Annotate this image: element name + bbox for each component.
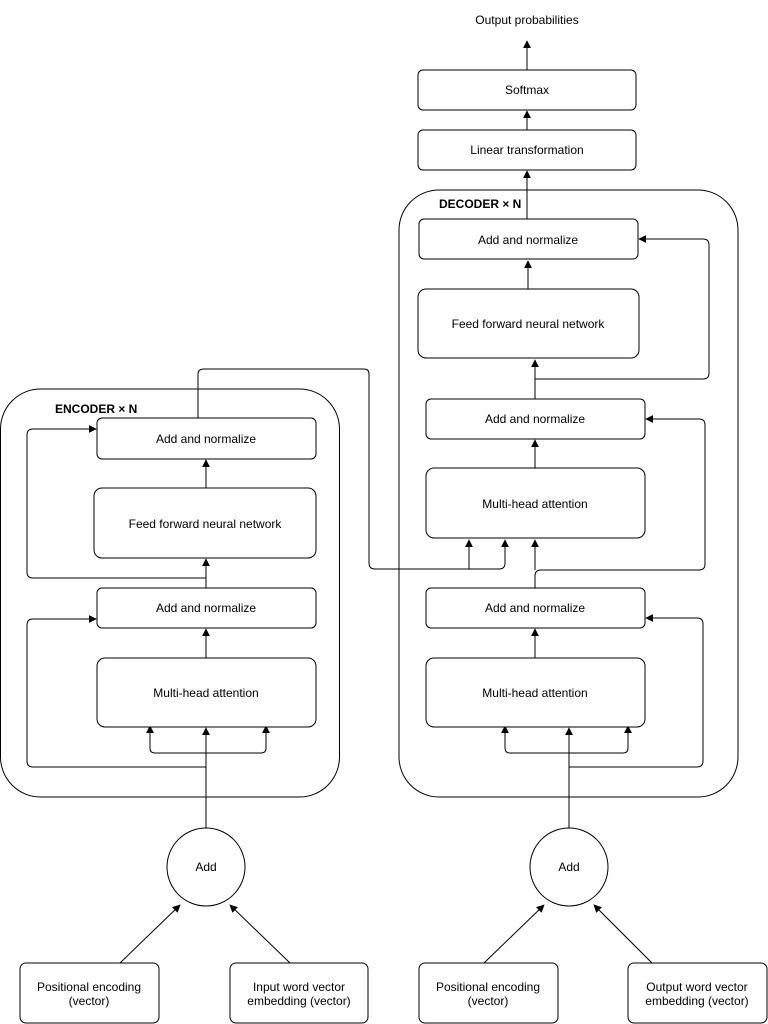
- encoder-attention-box: Multi-head attention: [96, 657, 317, 728]
- enc-attention-label: Multi-head attention: [153, 686, 258, 700]
- enc-pos-arrow: [119, 904, 181, 964]
- dec-embed-line2: embedding (vector): [645, 994, 748, 1008]
- decoder-feed-forward-box: Feed forward neural network: [417, 288, 640, 359]
- dec-add-label: Add: [558, 860, 579, 874]
- enc-split-right: [206, 725, 270, 754]
- encoder-frame: [0, 388, 340, 798]
- decoder-positional-encoding-box: Positional encoding (vector): [418, 962, 559, 1024]
- dec-pos-line1: Positional encoding: [436, 980, 540, 994]
- dec-ff-label: Feed forward neural network: [452, 317, 606, 331]
- encoder-add-normalize-top: Add and normalize: [96, 417, 317, 460]
- softmax-box: Softmax: [417, 69, 637, 111]
- connectors: [26, 40, 710, 964]
- enc-add-label: Add: [195, 860, 216, 874]
- decoder-output-embedding-box: Output word vector embedding (vector): [627, 962, 768, 1024]
- encoder-feed-forward-box: Feed forward neural network: [93, 487, 317, 559]
- decoder-title: DECODER × N: [439, 197, 521, 211]
- linear-label: Linear transformation: [470, 143, 583, 157]
- encoder-title: ENCODER × N: [55, 402, 137, 416]
- enc-split-left: [146, 725, 206, 754]
- enc-pos-line1: Positional encoding: [37, 980, 141, 994]
- enc-addnorm-bottom-label: Add and normalize: [156, 601, 256, 615]
- dec-residual-3: [535, 235, 710, 380]
- dec-embed-arrow: [593, 904, 653, 964]
- enc-pos-line2: (vector): [69, 994, 110, 1008]
- decoder-add-normalize-bottom: Add and normalize: [425, 587, 646, 629]
- decoder-add-normalize-top: Add and normalize: [418, 218, 639, 260]
- output-probabilities-label: Output probabilities: [475, 13, 578, 27]
- enc-embed-line2: embedding (vector): [247, 994, 350, 1008]
- dec-pos-arrow: [483, 904, 545, 964]
- enc-embed-line1: Input word vector: [253, 980, 345, 994]
- enc-residual-1: [26, 615, 206, 768]
- linear-transformation-box: Linear transformation: [417, 129, 637, 171]
- encoder-add-circle: Add: [166, 827, 246, 907]
- enc-to-dec-right: [197, 368, 509, 570]
- dec-addnorm-bottom-label: Add and normalize: [485, 601, 585, 615]
- enc-residual-2: [26, 425, 206, 579]
- dec-split-left: [501, 725, 569, 754]
- decoder-add-normalize-mid: Add and normalize: [425, 398, 646, 440]
- dec-residual-2: [534, 415, 706, 588]
- dec-residual-1: [569, 614, 704, 768]
- decoder-attention-bottom-box: Multi-head attention: [425, 657, 646, 728]
- dec-addnorm-mid-label: Add and normalize: [485, 412, 585, 426]
- dec-attention-bottom-label: Multi-head attention: [482, 686, 587, 700]
- decoder-attention-mid-box: Multi-head attention: [425, 467, 646, 539]
- enc-ff-label: Feed forward neural network: [129, 517, 283, 531]
- dec-embed-line1: Output word vector: [646, 980, 747, 994]
- dec-pos-line2: (vector): [468, 994, 509, 1008]
- decoder-add-circle: Add: [529, 827, 609, 907]
- enc-embed-arrow: [229, 904, 291, 964]
- dec-addnorm-top-label: Add and normalize: [478, 233, 578, 247]
- softmax-label: Softmax: [505, 83, 549, 97]
- dec-split-right: [569, 725, 632, 754]
- enc-addnorm-top-label: Add and normalize: [156, 432, 256, 446]
- dec-attention-mid-label: Multi-head attention: [482, 497, 587, 511]
- encoder-input-embedding-box: Input word vector embedding (vector): [229, 962, 369, 1024]
- encoder-add-normalize-bottom: Add and normalize: [96, 587, 317, 629]
- encoder-positional-encoding-box: Positional encoding (vector): [19, 962, 160, 1024]
